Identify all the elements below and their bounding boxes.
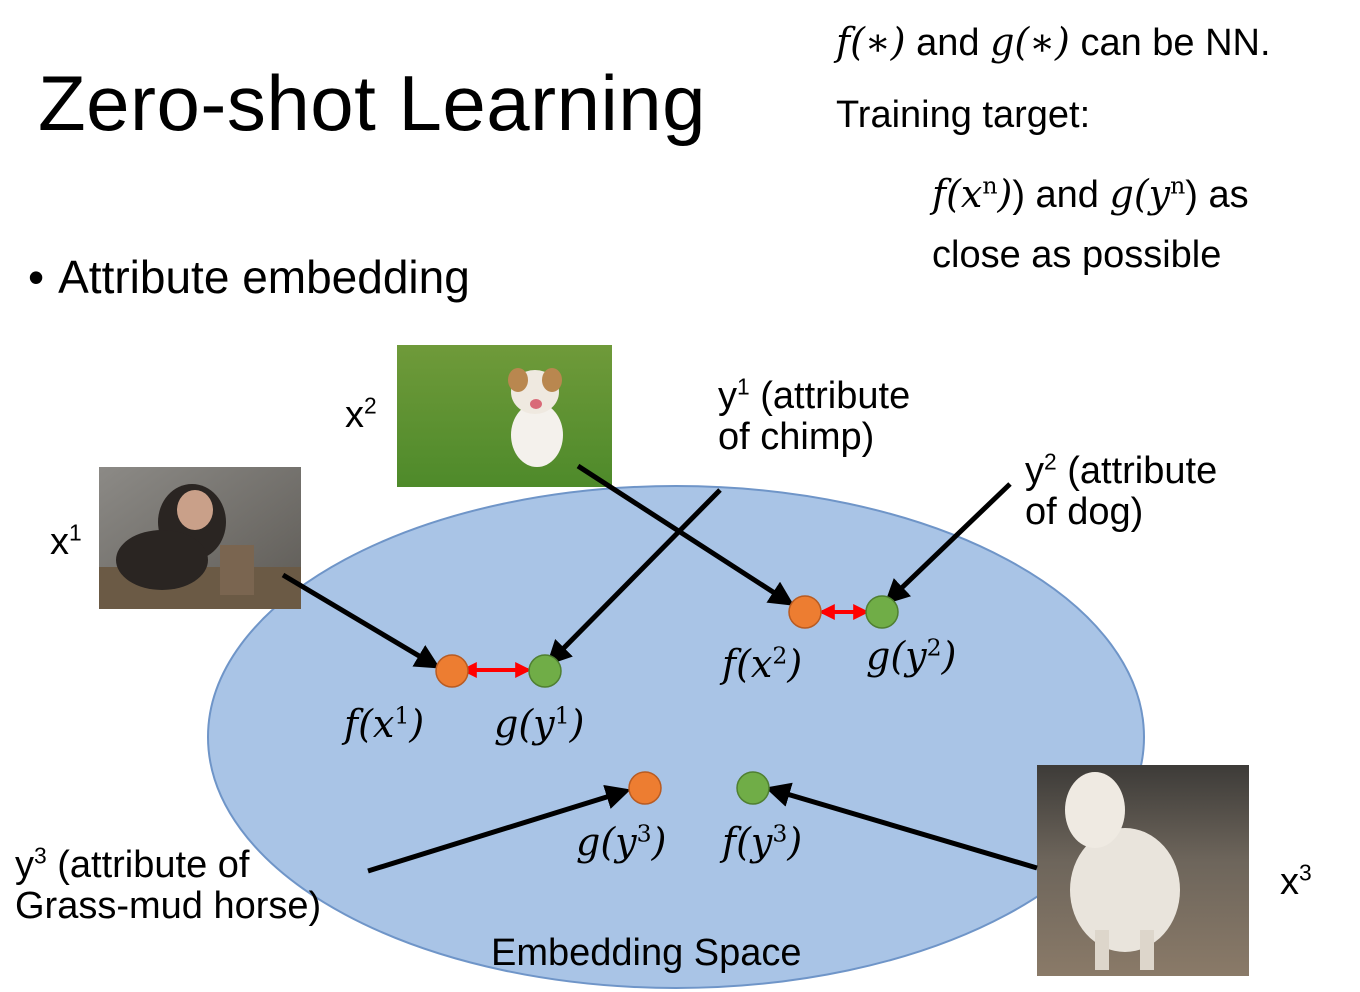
point-gy2 xyxy=(865,595,899,629)
note-target-formula: f(xn)) and g(yn) as xyxy=(932,171,1249,216)
note-and: and xyxy=(916,22,980,64)
point-gy3 xyxy=(628,771,662,805)
label-fx1: f(x1) xyxy=(344,701,425,746)
note-gyn: g(yn xyxy=(1109,171,1186,216)
bullet-text: Attribute embedding xyxy=(58,251,470,303)
page-title: Zero-shot Learning xyxy=(38,59,707,147)
point-fx2 xyxy=(788,595,822,629)
label-y2: y2 (attribute of dog) xyxy=(1025,448,1218,534)
note-training-target: Training target: xyxy=(836,94,1091,136)
arrow-y2-to-gy2 xyxy=(884,482,1012,605)
label-y3: y3 (attribute of Grass-mud horse) xyxy=(15,842,322,928)
arrow-y1-to-gy1 xyxy=(546,488,722,666)
note-nn: f(∗) and g(∗) can be NN. xyxy=(836,20,1271,65)
point-fy3 xyxy=(736,771,770,805)
arrow-x1-to-fx1 xyxy=(281,572,441,669)
bullet-attribute-embedding: •Attribute embedding xyxy=(28,250,470,304)
label-gy1: g(y1) xyxy=(494,701,585,746)
embedding-space-ellipse xyxy=(207,485,1145,989)
alpaca-photo xyxy=(1037,765,1249,976)
chimpanzee-photo xyxy=(99,467,301,609)
label-gy2: g(y2) xyxy=(866,633,957,678)
label-fx2: f(x2) xyxy=(722,641,803,686)
label-fy3: f(y3) xyxy=(722,819,803,864)
note-as: ) as xyxy=(1185,174,1249,216)
note-f: f(∗) xyxy=(836,20,906,64)
puppy-photo xyxy=(397,345,612,487)
bullet-dot: • xyxy=(28,251,45,303)
label-x2: x2 xyxy=(345,392,377,436)
note-g: g(∗) xyxy=(990,20,1070,64)
point-gy1 xyxy=(528,654,562,688)
label-x3: x3 xyxy=(1280,859,1312,903)
label-gy3: g(y3) xyxy=(576,819,667,864)
arrow-y3-to-gy3 xyxy=(367,784,631,874)
note-can-be-nn: can be NN. xyxy=(1080,22,1271,64)
arrow-x3-to-fy3 xyxy=(765,782,1038,871)
note-and-2: ) and xyxy=(1012,174,1110,216)
note-close-as-possible: close as possible xyxy=(932,234,1222,276)
label-x1: x1 xyxy=(50,519,82,563)
note-fxn: f(xn xyxy=(932,171,998,216)
arrow-x2-to-fx2 xyxy=(576,463,795,606)
embedding-space-label: Embedding Space xyxy=(491,932,802,974)
label-y1: y1 (attribute of chimp) xyxy=(718,373,911,459)
point-fx1 xyxy=(435,654,469,688)
